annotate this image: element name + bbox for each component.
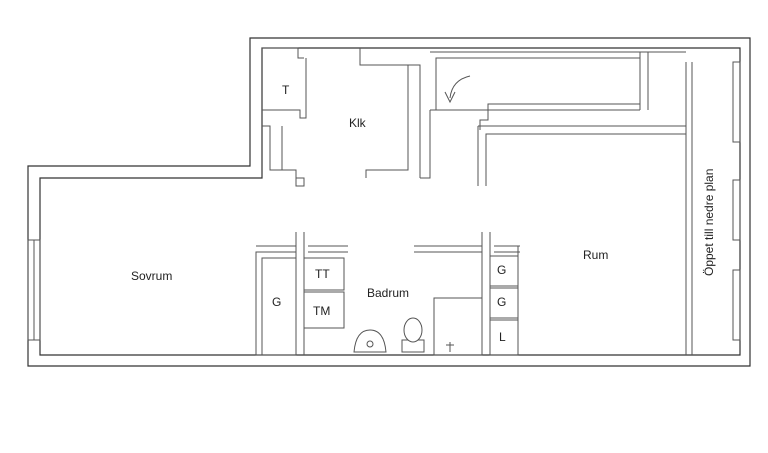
tall-cabinet-label: T: [282, 83, 290, 97]
right-windows: [685, 61, 741, 355]
hall-cabinets: [489, 255, 519, 356]
bedroom-wardrobe: [255, 251, 297, 356]
bedroom-wardrobe-label: G: [272, 295, 281, 309]
bathroom-label: Badrum: [367, 286, 409, 300]
hall-wardrobe-1-label: G: [497, 263, 506, 277]
kitchen-label: Klk: [349, 116, 367, 130]
left-window: [27, 239, 41, 341]
open-to-lower-label: Öppet till nedre plan: [702, 169, 716, 276]
outer-walls: [27, 37, 751, 367]
bath-tm-label: TM: [313, 304, 330, 318]
bath-tt-label: TT: [315, 267, 330, 281]
stairs: [430, 51, 686, 186]
bath-cabinets: [303, 257, 345, 329]
hall-wardrobe-2-label: G: [497, 295, 506, 309]
bath-fixtures: [353, 297, 483, 356]
hall-linen-label: L: [499, 330, 506, 344]
bedroom-label: Sovrum: [131, 269, 172, 283]
kitchen-walls: [262, 47, 431, 187]
room-label: Rum: [583, 248, 608, 262]
